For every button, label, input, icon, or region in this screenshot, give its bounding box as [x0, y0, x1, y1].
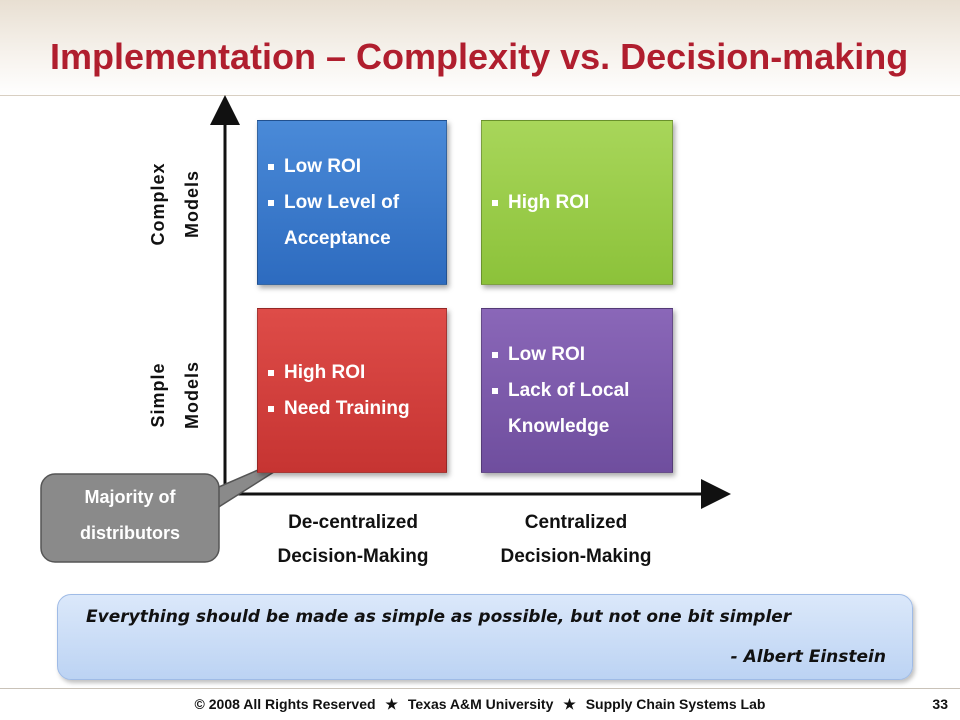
quadrant-item: Low ROI: [266, 149, 399, 185]
star-icon: ★: [385, 696, 398, 712]
y-label-simple: Simple Models: [135, 320, 215, 470]
quadrant-item: Need Training: [266, 391, 410, 427]
quadrant-simple-decentralized: High ROI Need Training: [257, 308, 447, 473]
quadrant-item: High ROI: [490, 185, 589, 221]
callout-label: Majority of distributors: [41, 479, 219, 551]
x-label-decentralized-line1: De-centralized: [288, 512, 418, 533]
footer-university: Texas A&M University: [407, 696, 554, 712]
quadrant-item: High ROI: [266, 355, 410, 391]
footer-divider: [0, 688, 960, 689]
x-label-decentralized-line2: Decision-Making: [277, 546, 429, 567]
quote-box: Everything should be made as simple as p…: [57, 594, 913, 680]
y-label-simple-line2: Models: [182, 361, 202, 430]
page-number: 33: [932, 696, 948, 712]
footer-lab: Supply Chain Systems Lab: [585, 696, 766, 712]
header-divider: [0, 95, 960, 96]
callout-line1: Majority of: [84, 487, 176, 507]
quadrant-complex-centralized: High ROI: [481, 120, 673, 285]
callout-line2: distributors: [79, 523, 180, 543]
star-icon: ★: [563, 696, 576, 712]
callout-box: [40, 473, 220, 563]
quote-author: - Albert Einstein: [730, 647, 886, 667]
slide-title: Implementation – Complexity vs. Decision…: [50, 36, 909, 77]
y-label-complex: Complex Models: [135, 129, 215, 279]
header-band: [0, 0, 960, 96]
x-label-centralized-line1: Centralized: [524, 512, 628, 533]
x-label-centralized: Centralized Decision-Making: [466, 506, 686, 574]
y-label-complex-line2: Models: [182, 170, 202, 239]
x-label-decentralized: De-centralized Decision-Making: [243, 506, 463, 574]
x-label-centralized-line2: Decision-Making: [500, 546, 652, 567]
footer-copyright: © 2008 All Rights Reserved: [194, 696, 376, 712]
quadrant-item: Low ROI: [490, 337, 629, 373]
y-label-simple-line1: Simple: [148, 362, 168, 428]
footer: © 2008 All Rights Reserved ★ Texas A&M U…: [0, 696, 960, 713]
y-label-complex-line1: Complex: [148, 162, 168, 246]
quote-text: Everything should be made as simple as p…: [86, 607, 792, 627]
